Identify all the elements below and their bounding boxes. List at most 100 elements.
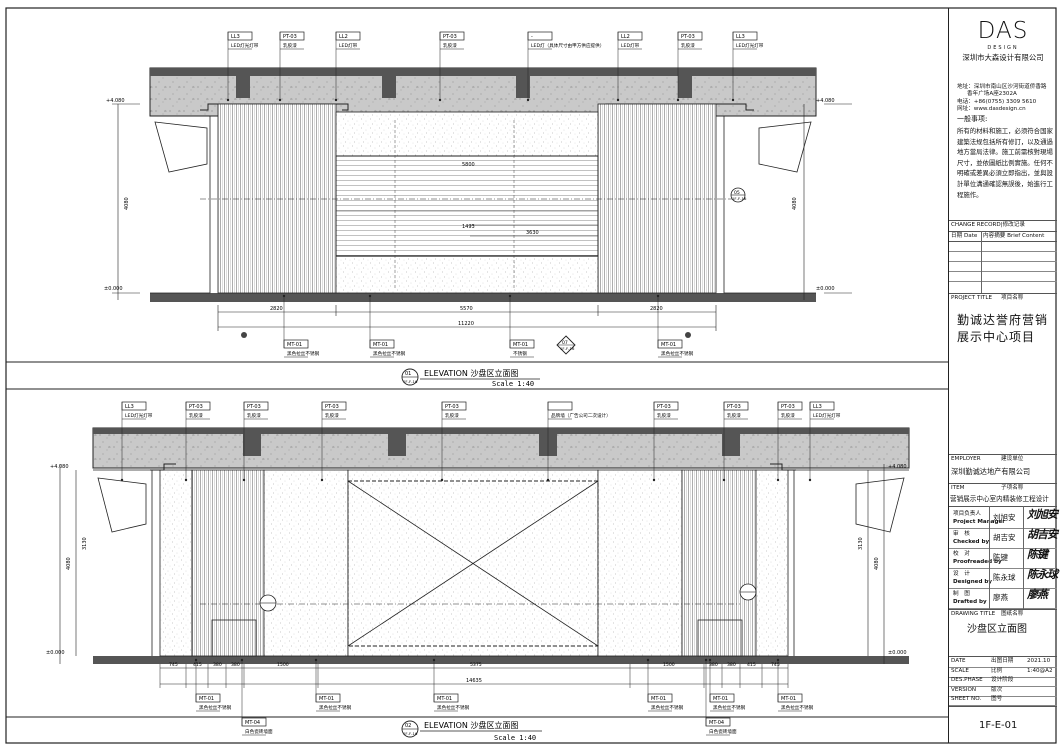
meta-4-cn: 图号	[991, 696, 1003, 703]
elev2-title-block: 02 1F-F-16 ELEVATION 沙盘区立面图 Scale 1:40	[401, 720, 542, 742]
e2-bottom-tag-5-code: MT-01	[713, 696, 728, 702]
e1-bottom-tag-1-code: MT-01	[373, 342, 388, 348]
role-3-cn: 设 计	[953, 571, 970, 577]
e2-top-tag-0-code: LL3	[125, 404, 134, 410]
e2-bottom-tag-6-desc: 白色瓷砖墙面	[709, 728, 737, 735]
height-dim-2a: 4080	[66, 557, 72, 570]
level-2c: +4.080	[888, 464, 907, 470]
e1-top-tag-2-code: LL2	[339, 34, 348, 40]
item-name: 营销展示中心室内精装修工程设计	[950, 495, 1049, 503]
section-07-ref: 1F-F-16	[560, 346, 575, 351]
role-1-signature: 胡吉安	[1027, 528, 1058, 541]
e2-bottom-tag-3-code: MT-01	[437, 696, 452, 702]
e2-dim-9: 415	[747, 662, 756, 668]
e2-top-tag-9-code: LL3	[813, 404, 822, 410]
elev2-top-callouts: LL3LED灯光灯带PT-03乳胶漆PT-03乳胶漆PT-03乳胶漆PT-03乳…	[120, 401, 841, 482]
e2-top-tag-5-desc: 品牌墙（广告公司二次设计）	[551, 412, 611, 419]
meta-0-cn: 出图日期	[991, 658, 1014, 664]
level-2a: +4.080	[50, 464, 69, 470]
role-2-signature: 陈键	[1027, 548, 1048, 561]
role-0-en: Project Manager	[953, 519, 1006, 525]
e1-bottom-tag-1-desc: 黑色拉丝不锈钢	[373, 350, 406, 357]
role-0-name: 刘旭安	[993, 513, 1016, 522]
project-name: 勤诚达誉府营销展示中心项目	[957, 313, 1049, 344]
role-3-signature: 陈永球	[1027, 568, 1058, 581]
level-1a: +4.080	[106, 98, 125, 104]
role-1-name: 胡吉安	[993, 533, 1016, 542]
e1-top-tag-4-desc: LED灯（具体尺寸由甲方供应提供）	[531, 42, 604, 49]
drawing-title: 沙盘区立面图	[967, 624, 1027, 635]
elev2-marker-ref: 1F-F-16	[403, 731, 418, 736]
e1-top-tag-5-desc: LED灯带	[621, 42, 640, 49]
col-date: 日期 Date	[951, 233, 978, 239]
e1-top-tag-3-desc: 乳胶漆	[443, 42, 457, 49]
e2-dim-8: 380	[727, 662, 736, 668]
level-1b: ±0.000	[104, 286, 123, 292]
e1-top-tag-2-desc: LED灯带	[339, 42, 358, 49]
elev1-marker-ref: 1F-F-16	[403, 379, 418, 384]
dim-1-right: 2820	[650, 306, 663, 312]
e1-top-tag-1-code: PT-03	[283, 34, 297, 40]
e2-bottom-tag-0-code: MT-01	[199, 696, 214, 702]
e2-top-tag-3-code: PT-03	[325, 404, 339, 410]
dim-1-total: 11220	[458, 321, 474, 327]
e2-top-tag-7-code: PT-03	[727, 404, 741, 410]
meta-1-cn: 比例	[991, 667, 1003, 674]
col-content: 内容摘要 Brief Content	[983, 233, 1045, 239]
e2-top-tag-2-desc: 乳胶漆	[247, 412, 261, 419]
elev2-scale: Scale 1:40	[494, 734, 536, 742]
e1-bottom-tag-0-desc: 黑色拉丝不锈钢	[287, 350, 320, 357]
company-logo: DAS	[977, 18, 1029, 44]
role-2-name: 陈键	[993, 553, 1008, 562]
e1-bottom-tag-3-code: MT-01	[661, 342, 676, 348]
e1-bottom-tag-0-code: MT-01	[287, 342, 302, 348]
e2-dim-5: 5375	[470, 662, 482, 668]
role-4-en: Drafted by	[953, 599, 987, 605]
meta-1-en: SCALE	[951, 667, 969, 674]
e2-top-tag-1-desc: 乳胶漆	[189, 412, 203, 419]
elevation-2: +4.080 ±0.000 +4.080 ±0.000 4080 3130 40…	[46, 401, 910, 742]
height-dim-2c: 4080	[874, 557, 880, 570]
elev2-marker-num: 02	[405, 723, 411, 729]
e1-top-tag-5-code: LL2	[621, 34, 630, 40]
e2-dim-7: 380	[709, 662, 718, 668]
e2-bottom-tag-0-desc: 黑色拉丝不锈钢	[199, 704, 232, 711]
e1-bottom-tag-3-desc: 黑色拉丝不锈钢	[661, 350, 694, 357]
role-1-cn: 审 核	[953, 531, 970, 537]
project-title-cn-label: 项目名称	[1001, 295, 1024, 301]
e1-top-tag-7-code: LL3	[736, 34, 745, 40]
e2-top-tag-8-desc: 乳胶漆	[781, 412, 795, 419]
elev1-marker-num: 01	[405, 371, 411, 377]
role-4-cn: 制 图	[953, 591, 970, 597]
e2-dim-4: 1500	[277, 662, 289, 668]
title-block: DAS DESIGN 深圳市大森设计有限公司 地址：深圳市南山区沙河街道侨香路 …	[948, 8, 1058, 743]
sheet-number: 1F-E-01	[979, 720, 1018, 731]
dim-inner-3: 3630	[526, 230, 539, 236]
e2-dim-6: 1500	[663, 662, 675, 668]
e1-top-tag-6-desc: 乳胶漆	[681, 42, 695, 49]
e2-top-tag-4-code: PT-03	[445, 404, 459, 410]
role-0-signature: 刘旭安	[1027, 508, 1058, 521]
address-line-3: 电话：+86(0755) 3309 5610	[957, 99, 1037, 105]
e2-top-tag-6-code: PT-03	[657, 404, 671, 410]
section-05-num: 05	[734, 190, 740, 196]
e2-bottom-tag-6-code: MT-04	[709, 720, 724, 726]
meta-1-val: 1:40@A2	[1027, 667, 1053, 674]
e2-bottom-tag-4-code: MT-01	[651, 696, 666, 702]
level-1d: ±0.000	[816, 286, 835, 292]
drawing-title-label: DRAWING TITLE	[951, 611, 996, 617]
dim-1-mid: 5570	[460, 306, 473, 312]
e2-top-tag-8-code: PT-03	[781, 404, 795, 410]
e2-top-tag-5-box	[547, 401, 573, 411]
height-dim-2b: 3130	[82, 537, 88, 550]
section-07-num: 07	[562, 340, 568, 346]
e2-dim-0: 745	[169, 662, 178, 668]
elev2-bottom-callouts: MT-01黑色拉丝不锈钢MT-04白色瓷砖墙面MT-01黑色拉丝不锈钢MT-01…	[194, 658, 814, 736]
dim-1-left: 2820	[270, 306, 283, 312]
e2-top-tag-3-desc: 乳胶漆	[325, 412, 339, 419]
dim-inner-1: 5800	[462, 162, 475, 168]
address-line-1: 地址：深圳市南山区沙河街道侨香路	[957, 84, 1047, 90]
address-line-2: 香年广场A座2302A	[967, 91, 1017, 97]
item-label: ITEM	[951, 485, 965, 491]
